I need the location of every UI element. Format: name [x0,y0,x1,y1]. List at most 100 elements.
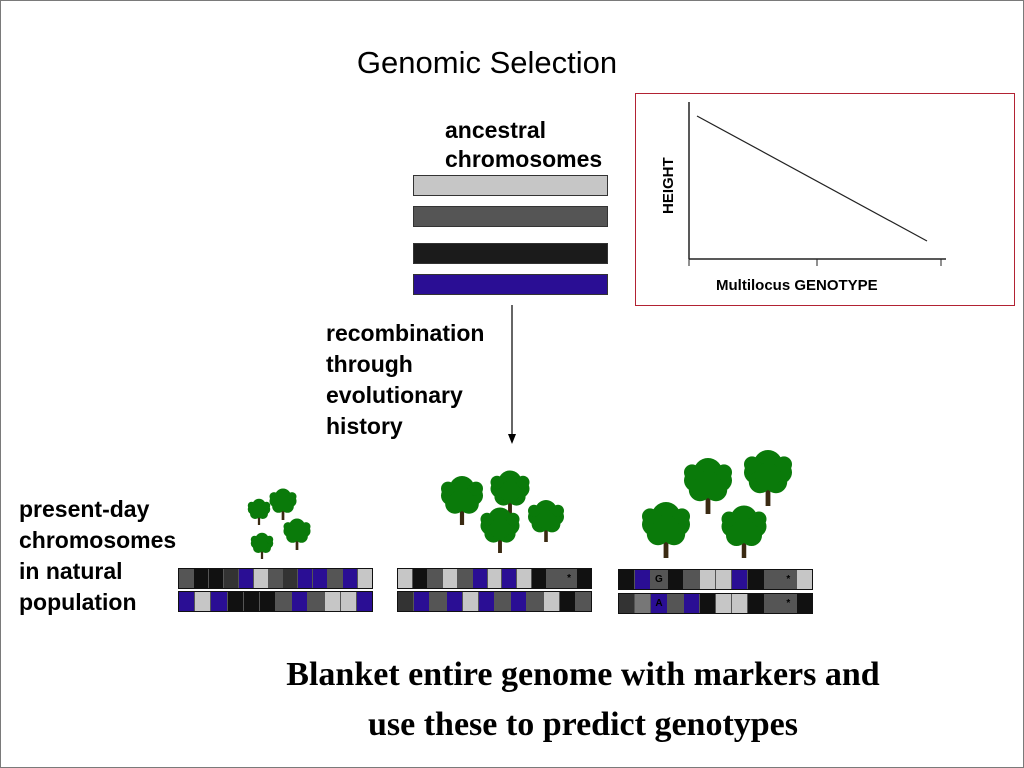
marker-segment [343,569,359,588]
marker-segment [414,592,431,611]
ancestral-label: ancestral chromosomes [445,116,602,174]
marker-segment [575,592,592,611]
marker-segment [577,569,591,588]
marker-allele-label: G [651,570,668,589]
causal-marker-star: * [562,569,578,588]
marker-segment [442,569,458,588]
marker-allele-label: A [651,594,668,613]
marker-segment [193,569,209,588]
recombination-line3: evolutionary [326,382,463,408]
marker-segment [292,592,309,611]
present-day-line1: present-day [19,496,150,522]
tree-icon [250,532,274,559]
tree-icon [247,498,271,525]
marker-segment [223,569,239,588]
marker-segment [699,570,717,589]
marker-segment [796,570,813,589]
population1-chromosome-1 [178,568,373,589]
marker-segment [511,592,528,611]
recombination-line2: through [326,351,413,377]
marker-segment [716,594,733,613]
marker-segment [667,570,684,589]
marker-segment [179,569,194,588]
ancestral-chromosome-2 [413,206,608,227]
population2-chromosome-1: * [397,568,592,589]
marker-segment [619,570,636,589]
marker-segment [462,592,479,611]
tree-icon [642,502,690,558]
marker-segment [283,569,299,588]
marker-segment [253,569,269,588]
causal-marker-star: * [780,570,797,589]
population1-chromosome-2 [178,591,373,612]
marker-segment [398,569,413,588]
marker-segment [635,570,652,589]
marker-segment [457,569,473,588]
marker-segment [732,570,749,589]
ancestral-label-line1: ancestral [445,117,547,143]
population3-chromosome-2: A* [618,593,813,614]
marker-segment [543,592,560,611]
marker-segment [328,569,344,588]
population3-chromosome-1: G* [618,569,813,590]
tree-icon [684,458,732,514]
marker-segment [478,592,496,611]
recombination-line4: history [326,413,403,439]
marker-segment [211,592,228,611]
marker-segment [683,594,700,613]
marker-segment [195,592,212,611]
present-day-line3: in natural [19,558,123,584]
marker-segment [276,592,293,611]
marker-segment [412,569,428,588]
trees-layer [247,450,792,559]
marker-segment [527,592,544,611]
recombination-label: recombination through evolutionary histo… [326,318,484,442]
marker-segment [430,592,447,611]
arrow-head [508,434,516,444]
height-genotype-graph: HEIGHT Multilocus GENOTYPE [635,93,1015,306]
marker-segment [559,592,576,611]
ancestral-chromosome-1 [413,175,608,196]
present-day-line4: population [19,589,137,615]
marker-segment [227,592,244,611]
marker-segment [716,570,733,589]
marker-segment [427,569,443,588]
marker-segment [298,569,314,588]
graph-plot [688,102,946,266]
marker-segment [358,569,372,588]
conclusion-line1: Blanket entire genome with markers and [286,656,880,693]
marker-segment [179,592,196,611]
marker-segment [324,592,341,611]
marker-segment [667,594,684,613]
marker-segment [699,594,717,613]
marker-segment [732,594,749,613]
marker-segment [547,569,563,588]
tree-icon [441,476,484,525]
marker-segment [748,570,765,589]
tree-icon [744,450,792,506]
marker-segment [487,569,503,588]
tree-icon [528,500,564,542]
marker-segment [259,592,277,611]
marker-segment [532,569,548,588]
present-day-line2: chromosomes [19,527,177,553]
conclusion-line2: use these to predict genotypes [368,706,798,743]
marker-segment [764,594,781,613]
ancestral-label-line2: chromosomes [445,146,603,172]
causal-marker-star: * [780,594,797,613]
tree-icon [480,507,520,553]
graph-x-label: Multilocus GENOTYPE [716,277,878,294]
marker-segment [398,592,415,611]
marker-segment [517,569,533,588]
marker-segment [635,594,652,613]
tree-icon [721,505,767,558]
marker-segment [619,594,636,613]
population2-chromosome-2 [397,591,592,612]
present-day-label: present-day chromosomes in natural popul… [19,494,176,618]
marker-segment [502,569,518,588]
graph-trend-line [696,115,928,242]
marker-segment [313,569,329,588]
marker-segment [683,570,700,589]
tree-icon [490,470,530,516]
